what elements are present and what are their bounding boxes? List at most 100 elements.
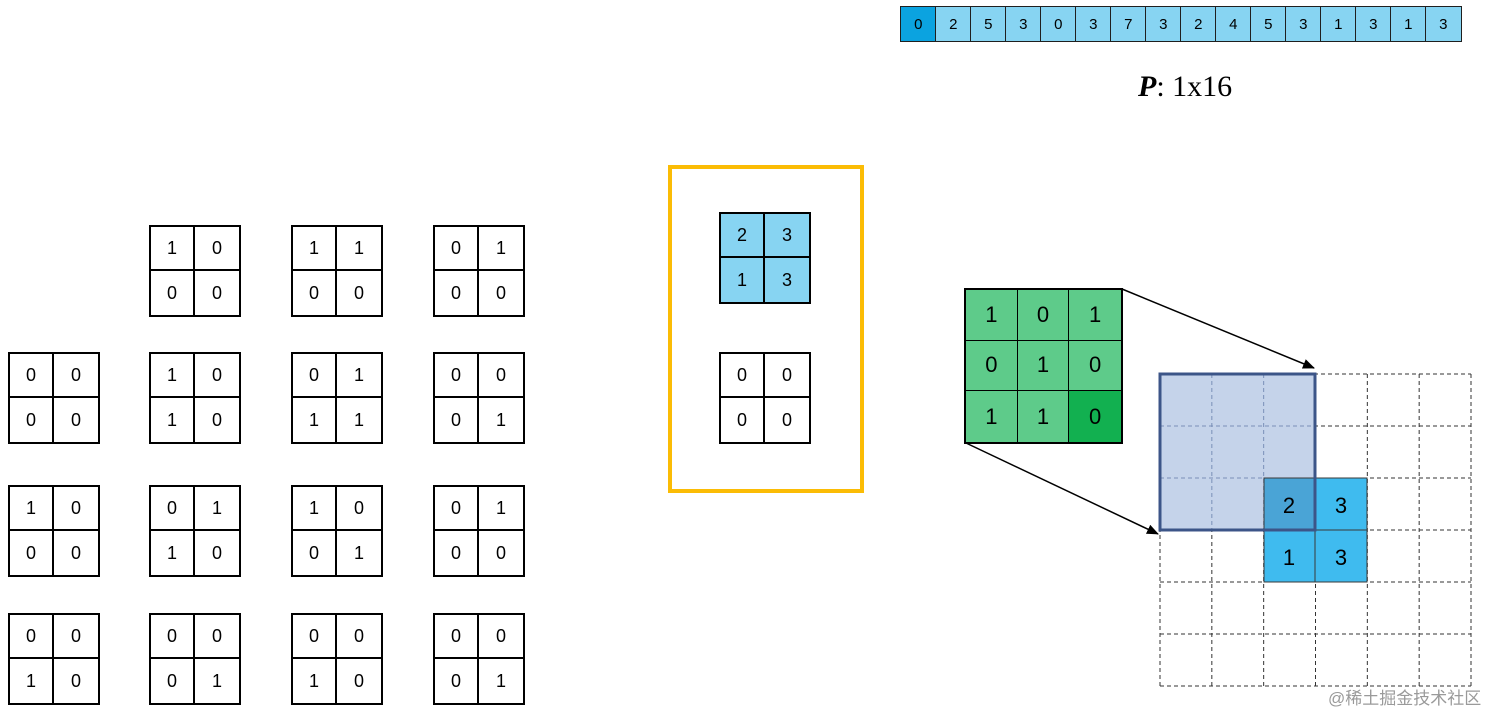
p-vector-cell: 3 bbox=[1285, 6, 1322, 42]
grid-cell: 0 bbox=[435, 615, 479, 659]
grid-cell: 0 bbox=[765, 354, 809, 398]
p-vector-cell: 5 bbox=[1250, 6, 1287, 42]
grid-cell: 0 bbox=[195, 354, 239, 398]
kernel-cell: 1 bbox=[966, 290, 1018, 341]
grid-cell: 1 bbox=[353, 542, 364, 563]
kernel-cell: 0 bbox=[1069, 340, 1121, 392]
p-vector-cell: 3 bbox=[1145, 6, 1182, 42]
grid-cell: 0 bbox=[435, 659, 479, 703]
output-cell bbox=[1314, 477, 1368, 531]
kernel-cell-highlight: 0 bbox=[1069, 391, 1121, 442]
grid-cell: 0 bbox=[435, 531, 479, 575]
grid-cell: 0 bbox=[151, 615, 195, 659]
kernel-cell: 0 bbox=[1017, 290, 1070, 341]
grid-cell: 2 bbox=[721, 214, 765, 258]
grid-cell: 0 bbox=[353, 282, 364, 303]
grid-cell: 1 bbox=[293, 659, 337, 703]
grid-cell: 0 bbox=[211, 409, 222, 430]
kernel-cell: 1 bbox=[1069, 290, 1121, 341]
grid-cell: 1 bbox=[479, 227, 523, 271]
grid-cell: 0 bbox=[151, 271, 195, 315]
grid-cell: 0 bbox=[293, 615, 337, 659]
grid-cell: 0 bbox=[54, 487, 98, 531]
p-vector-cell: 0 bbox=[1040, 6, 1077, 42]
grid-cell: 0 bbox=[293, 531, 337, 575]
grid-cell: 0 bbox=[353, 670, 364, 691]
grid-cell: 1 bbox=[479, 487, 523, 531]
grid-cell: 3 bbox=[781, 269, 792, 290]
grid-cell: 1 bbox=[495, 409, 506, 430]
grid-cell: 0 bbox=[495, 282, 506, 303]
grid-cell: 1 bbox=[353, 409, 364, 430]
grid-cell: 1 bbox=[151, 398, 195, 442]
p-vector-cell: 1 bbox=[1320, 6, 1357, 42]
grid-cell: 0 bbox=[781, 409, 792, 430]
p-vector-cell: 4 bbox=[1215, 6, 1252, 42]
grid-cell: 1 bbox=[10, 659, 54, 703]
grid-cell: 0 bbox=[435, 354, 479, 398]
p-vector-cell: 3 bbox=[1425, 6, 1462, 42]
grid-cell: 1 bbox=[10, 487, 54, 531]
grid-cell: 1 bbox=[211, 670, 222, 691]
grid-cell: 1 bbox=[293, 487, 337, 531]
output-value: 3 bbox=[1335, 493, 1347, 518]
grid-cell: 0 bbox=[293, 271, 337, 315]
output-value: 2 bbox=[1283, 493, 1295, 518]
p-vector-cell: 2 bbox=[935, 6, 972, 42]
grid-cell: 1 bbox=[293, 227, 337, 271]
grid-cell: 1 bbox=[151, 227, 195, 271]
grid-cell: 0 bbox=[293, 354, 337, 398]
output-values: 2 3 1 3 bbox=[1263, 477, 1368, 583]
grid-cell: 0 bbox=[151, 659, 195, 703]
grid-cell: 0 bbox=[211, 542, 222, 563]
grid-cell: 1 bbox=[151, 354, 195, 398]
selected-values-grid: 2 3 1 3 bbox=[719, 212, 811, 304]
grid-cell: 0 bbox=[10, 354, 54, 398]
grid-cell: 0 bbox=[195, 227, 239, 271]
grid-cell: 0 bbox=[479, 615, 523, 659]
grid-cell: 0 bbox=[70, 670, 81, 691]
grid-cell: 1 bbox=[337, 227, 381, 271]
p-vector-cell: 3 bbox=[1075, 6, 1112, 42]
output-cell bbox=[1314, 529, 1368, 583]
grid-cell: 0 bbox=[435, 271, 479, 315]
grid-cell: 1 bbox=[195, 487, 239, 531]
grid-cell: 1 bbox=[151, 531, 195, 575]
grid-cell: 0 bbox=[435, 398, 479, 442]
grid-cell: 0 bbox=[10, 398, 54, 442]
grid-cell: 0 bbox=[721, 398, 765, 442]
grid-cell: 0 bbox=[479, 354, 523, 398]
grid-cell: 0 bbox=[211, 282, 222, 303]
grid-cell: 0 bbox=[151, 487, 195, 531]
kernel-cell: 1 bbox=[966, 391, 1018, 442]
selected-pattern-grid: 0 0 0 0 bbox=[719, 352, 811, 444]
receptive-field-border bbox=[1158, 372, 1317, 532]
grid-cell: 0 bbox=[721, 354, 765, 398]
grid-cell: 0 bbox=[54, 615, 98, 659]
p-vector-label: P: 1x16 bbox=[1138, 70, 1233, 103]
output-value: 3 bbox=[1335, 545, 1347, 570]
grid-cell: 0 bbox=[435, 487, 479, 531]
grid-cell: 0 bbox=[495, 542, 506, 563]
kernel-cell: 1 bbox=[1017, 391, 1070, 442]
grid-cell: 0 bbox=[54, 354, 98, 398]
kernel-arrow-bottom bbox=[965, 442, 1159, 535]
grid-cell: 1 bbox=[293, 398, 337, 442]
output-cell bbox=[1263, 529, 1316, 583]
watermark: @稀土掘金技术社区 bbox=[1328, 689, 1482, 708]
grid-cell: 1 bbox=[495, 670, 506, 691]
grid-cell: 0 bbox=[70, 409, 81, 430]
grid-cell: 1 bbox=[337, 354, 381, 398]
